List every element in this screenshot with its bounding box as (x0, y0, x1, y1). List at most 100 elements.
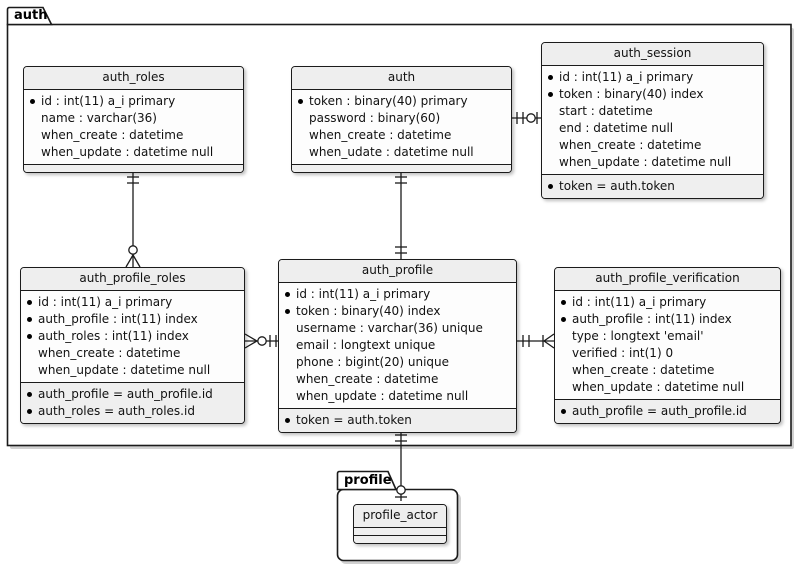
bullet-icon (21, 392, 38, 397)
dot-icon (285, 418, 290, 423)
table-section-columns: id : int(11) a_i primary auth_profile : i… (555, 290, 780, 399)
field-text: id : int(11) a_i primary (38, 295, 173, 309)
field-text: when_create : datetime (41, 128, 184, 142)
bullet-icon (21, 300, 38, 305)
table-row: when_create : datetime (21, 345, 240, 362)
field-text: email : longtext unique (296, 338, 436, 352)
dot-icon (30, 99, 35, 104)
package-profile-tab (336, 470, 398, 491)
bullet-icon (555, 317, 572, 322)
table-row: when_update : datetime null (24, 144, 239, 161)
table-row: when_update : datetime null (21, 362, 240, 379)
dot-icon (27, 409, 32, 414)
field-text: username : varchar(36) unique (296, 321, 483, 335)
field-text: token : binary(40) index (559, 87, 704, 101)
dot-icon (561, 317, 566, 322)
field-text: when_update : datetime null (41, 145, 214, 159)
table-title: profile_actor (354, 505, 446, 527)
table-title: auth_roles (24, 67, 243, 89)
package-profile-label: profile (344, 473, 392, 488)
field-text: token = auth.token (559, 179, 675, 193)
dot-icon (548, 92, 553, 97)
table-row: token : binary(40) index (542, 86, 759, 103)
field-text: when_create : datetime (309, 128, 452, 142)
table-section-columns: id : int(11) a_i primary auth_profile : i… (21, 290, 244, 382)
table-row: when_create : datetime (555, 362, 776, 379)
table-auth: auth token : binary(40) primary password :… (291, 66, 512, 173)
dot-icon (27, 317, 32, 322)
dot-icon (285, 309, 290, 314)
field-text: name : varchar(36) (41, 111, 157, 125)
relation-auth-auth_profile (395, 170, 407, 260)
table-row: verified : int(1) 0 (555, 345, 776, 362)
table-title: auth_profile_roles (21, 268, 244, 290)
dot-icon (27, 392, 32, 397)
table-row: username : varchar(36) unique (279, 320, 512, 337)
bullet-icon (21, 334, 38, 339)
table-section-constraints: token = auth.token (279, 408, 516, 432)
field-text: token = auth.token (296, 413, 412, 427)
field-text: phone : bigint(20) unique (296, 355, 450, 369)
bullet-icon (555, 300, 572, 305)
table-section-constraints (354, 535, 446, 543)
table-section-constraints: token = auth.token (542, 174, 763, 198)
table-row: auth_profile : int(11) index (21, 311, 240, 328)
field-text: verified : int(1) 0 (572, 346, 674, 360)
field-text: when_update : datetime null (572, 380, 745, 394)
table-row: auth_roles = auth_roles.id (21, 403, 240, 420)
table-row: when_update : datetime null (555, 379, 776, 396)
table-row: token = auth.token (279, 412, 512, 429)
relation-auth_profile-profile (395, 429, 407, 501)
table-row: id : int(11) a_i primary (21, 294, 240, 311)
bullet-icon (279, 418, 296, 423)
table-title: auth_profile (279, 260, 516, 282)
field-text: id : int(11) a_i primary (572, 295, 707, 309)
dot-icon (561, 300, 566, 305)
field-text: when_update : datetime null (296, 389, 469, 403)
table-row: id : int(11) a_i primary (24, 93, 239, 110)
table-row: when_update : datetime null (542, 154, 759, 171)
table-row: token : binary(40) primary (292, 93, 507, 110)
table-row: token = auth.token (542, 178, 759, 195)
table-row: start : datetime (542, 103, 759, 120)
field-text: auth_profile : int(11) index (38, 312, 198, 326)
bullet-icon (21, 317, 38, 322)
field-text: auth_profile : int(11) index (572, 312, 732, 326)
table-section-columns: token : binary(40) primary password : bin… (292, 89, 511, 164)
table-row: phone : bigint(20) unique (279, 354, 512, 371)
field-text: token : binary(40) primary (309, 94, 468, 108)
bullet-icon (24, 99, 41, 104)
bullet-icon (21, 409, 38, 414)
table-row: id : int(11) a_i primary (279, 286, 512, 303)
table-row: auth_profile : int(11) index (555, 311, 776, 328)
table-section-constraints (24, 164, 243, 172)
field-text: when_create : datetime (559, 138, 702, 152)
table-row: password : binary(60) (292, 110, 507, 127)
table-section-constraints (292, 164, 511, 172)
relation-auth_profile_roles-auth_profile (244, 333, 278, 349)
bullet-icon (542, 184, 559, 189)
table-row: name : varchar(36) (24, 110, 239, 127)
relation-auth_profile-auth_profile_verification (517, 333, 555, 349)
bullet-icon (292, 99, 309, 104)
table-title: auth (292, 67, 511, 89)
table-row: id : int(11) a_i primary (555, 294, 776, 311)
table-row: id : int(11) a_i primary (542, 69, 759, 86)
table-row: token : binary(40) index (279, 303, 512, 320)
field-text: auth_profile = auth_profile.id (572, 404, 747, 418)
field-text: when_update : datetime null (559, 155, 732, 169)
bullet-icon (279, 292, 296, 297)
field-text: auth_roles : int(11) index (38, 329, 189, 343)
field-text: when_update : datetime null (38, 363, 211, 377)
field-text: when_create : datetime (38, 346, 181, 360)
field-text: token : binary(40) index (296, 304, 441, 318)
dot-icon (27, 334, 32, 339)
